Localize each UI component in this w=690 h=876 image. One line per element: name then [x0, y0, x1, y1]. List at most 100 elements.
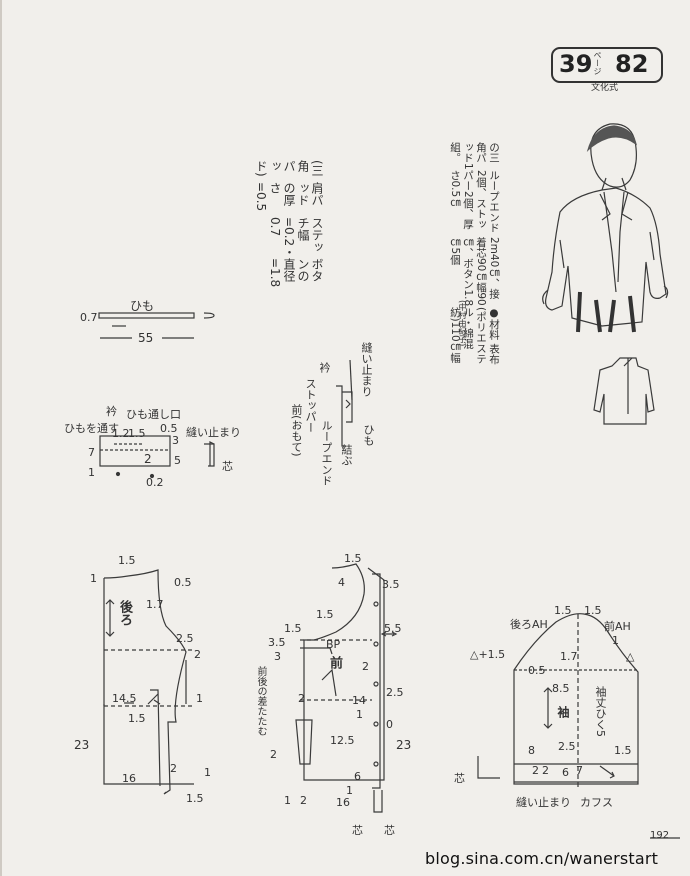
sleeve-front-ah: 前AH: [604, 620, 631, 633]
front-dim-3: 3: [274, 650, 281, 663]
sleeve-dim-delta: △: [626, 650, 635, 663]
front-dim-12-5: 12.5: [330, 734, 355, 747]
front-dim-1b: 1: [284, 794, 291, 807]
front-dim-1-5b: 1.5: [316, 608, 334, 621]
front-dim-2-5: 2.5: [386, 686, 404, 699]
sleeve-sew-stop: 縫い止まり: [516, 796, 571, 809]
himo-title: ひも: [130, 299, 155, 313]
sleeve-dim-delta-plus: △+1.5: [470, 648, 506, 661]
himo-width: 0.7: [80, 311, 98, 324]
front-dim-5-5: 5.5: [384, 622, 402, 635]
front-dim-3-5: 3.5: [382, 578, 400, 591]
callout-sew-stop: 縫い止まり: [360, 342, 373, 397]
page-badge: 39 ページ 82: [551, 47, 663, 83]
front-dim-3-5b: 3.5: [268, 636, 286, 649]
sleeve-dim-1-5b: 1.5: [584, 604, 602, 617]
sleeve-cuff: カフス: [580, 796, 613, 809]
back-dim-1-5: 1.5: [118, 554, 136, 567]
back-bodice-drawing: [103, 569, 194, 795]
back-dim-23: 23: [74, 738, 90, 752]
front-label: 前: [327, 656, 342, 669]
himo-length: 55: [138, 331, 154, 345]
materials-text: ●材料 表布(ポリエステル・綿混紡)110㎝幅 2m40㎝、接着芯90㎝幅90㎝…: [448, 142, 500, 372]
note-pad: 肩パッドの厚さ=0.5: [254, 181, 324, 211]
note-button: ボタンの直径=1.8: [268, 258, 324, 288]
collar-dim-2: 2: [144, 452, 152, 466]
page-number: 39: [559, 50, 593, 78]
back-label: 後ろ: [117, 600, 132, 626]
front-bodice-drawing: [295, 563, 398, 813]
back-dim-2-5: 2.5: [176, 632, 194, 645]
front-bp: BP: [326, 638, 341, 651]
collar-dim-0-5: 0.5: [160, 422, 178, 435]
notes-text: ボタンの直径=1.8 ステッチ幅=0.2・0.7 肩パッドの厚さ=0.5 (三角…: [254, 160, 324, 290]
materials-line-1: ●材料 表布(ポリエステル・綿混紡)110㎝幅: [449, 307, 500, 365]
front-dim-1-5: 1.5: [344, 552, 362, 565]
sleeve-dim-0-5: 0.5: [528, 664, 546, 677]
front-dim-14: 14: [352, 694, 366, 707]
front-dim-2c: 2: [270, 748, 277, 761]
front-dim-1c: 1: [346, 784, 353, 797]
back-dim-1c: 1: [204, 766, 211, 779]
collar-dim-0-2: 0.2: [146, 476, 164, 489]
callout-collar: 衿: [318, 362, 331, 373]
method-label: 文化式: [591, 83, 619, 93]
front-dim-23: 23: [396, 738, 412, 752]
collar-dim-7: 7: [88, 446, 95, 459]
front-dim-16: 16: [336, 796, 350, 809]
collar-dim-5: 5: [174, 454, 181, 467]
materials-line-2: 2m40㎝、接着芯90㎝幅90㎝、ボタン1.8㎝5個: [449, 237, 500, 307]
back-dim-14-5: 14.5: [112, 692, 137, 705]
sleeve-dim-1-7: 1.7: [560, 650, 578, 663]
sleeve-dim-8: 8: [528, 744, 535, 757]
sleeve-fold: 芯: [454, 772, 465, 785]
collar-title: 衿: [106, 405, 117, 418]
back-dim-1-5c: 1.5: [186, 792, 204, 805]
sleeve-dim-1: 1: [612, 634, 619, 647]
sleeve-dim-2a: 2: [532, 764, 539, 777]
front-dim-4: 4: [338, 576, 345, 589]
sleeve-dim-2b: 2: [542, 764, 549, 777]
front-dim-fold: 芯: [384, 824, 395, 837]
sleeve-dim-7: 7: [576, 764, 583, 777]
back-dim-1-5b: 1.5: [128, 712, 146, 725]
sleeve-label: 袖: [556, 706, 570, 718]
front-dim-6: 6: [354, 770, 361, 783]
page-unit: ページ: [593, 51, 602, 75]
front-fold-note: 前後の差たたむ: [255, 666, 266, 736]
callout-tie: 結ぶ: [340, 444, 353, 466]
sleeve-drawing: [477, 613, 639, 790]
collar-cord-through: ひもを通す: [64, 422, 119, 435]
himo-drawing: [98, 312, 215, 339]
sleeve-length-note: 袖丈ひく5: [594, 686, 607, 737]
callout-stopper: ストッパー: [304, 378, 317, 433]
collar-dim-1-2: 1.2: [112, 427, 130, 440]
jacket-flat-sketch: [593, 357, 655, 425]
back-dim-1: 1: [90, 572, 97, 585]
materials-line-3: ループエンド2個、ストッパー2個、厚さ0.5㎝: [449, 169, 500, 233]
corner-page-number: 192: [650, 830, 670, 841]
front-dim-0: 0: [386, 718, 393, 731]
back-dim-2b: 2: [170, 762, 177, 775]
blog-watermark: blog.sina.com.cn/wanerstart: [425, 849, 659, 868]
collar-dim-1-5: 1.5: [128, 427, 146, 440]
collar-cord-mark: ひも通し口: [126, 408, 181, 421]
back-dim-1b: 1: [196, 692, 203, 705]
back-dim-2: 2: [194, 648, 201, 661]
note-pad-type: (三角パッド): [254, 160, 324, 177]
stopper-callout: [336, 359, 353, 447]
pattern-number: 82: [615, 50, 649, 78]
collar-drawing: [99, 435, 215, 479]
back-dim-16: 16: [122, 772, 136, 785]
model-illustration: [542, 123, 669, 333]
callout-loop-end: ループエンド: [320, 420, 333, 486]
callout-front-outside: 前(おもて): [290, 404, 303, 457]
collar-fold: 芯: [222, 460, 233, 473]
designer-credit: (中村由紀子): [458, 300, 467, 347]
note-stitch: ステッチ幅=0.2・0.7: [268, 217, 324, 259]
page-edge: [0, 0, 2, 876]
front-dim-2: 2: [298, 692, 305, 705]
sleeve-dim-8-5: 8.5: [552, 682, 570, 695]
front-dim-1-5c: 1.5: [284, 622, 302, 635]
